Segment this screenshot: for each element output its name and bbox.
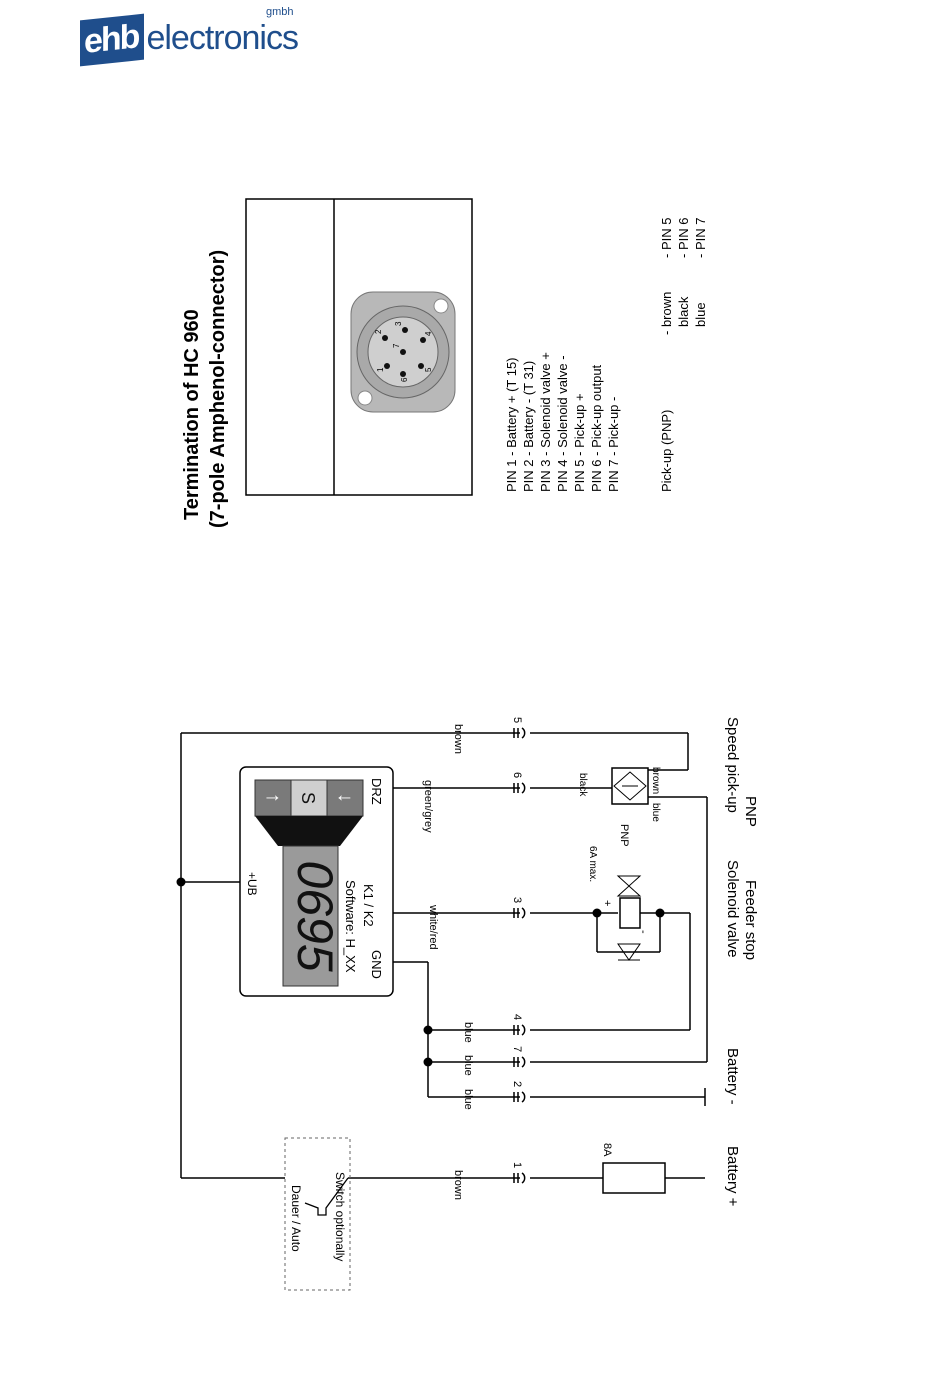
pin-3: PIN 3 - Solenoid valve +	[538, 352, 553, 492]
pin-list: PIN 1 - Battery + (T 15) PIN 2 - Battery…	[504, 352, 621, 492]
company-logo: ehb electronics	[80, 13, 299, 67]
pin-number-2: 2	[511, 1081, 523, 1087]
wire-label-whitered-3: white/red	[427, 904, 439, 950]
solenoid-plus: +	[601, 900, 613, 906]
pickup-pin-5: - PIN 5	[659, 218, 674, 258]
junction-dots	[176, 877, 665, 1067]
pin-mark-6: 6	[400, 377, 409, 382]
fuse-8a: 8A	[601, 1143, 666, 1194]
pin-number-4: 4	[511, 1014, 523, 1020]
connector-title-2: (7-pole Amphenol-connector)	[207, 250, 229, 528]
battery-minus-label: Battery -	[724, 1048, 741, 1105]
connector-section: Termination of HC 960 (7-pole Amphenol-c…	[181, 198, 708, 528]
pin-1: PIN 1 - Battery + (T 15)	[504, 357, 519, 492]
pickup-pin-7: - PIN 7	[693, 218, 708, 258]
optional-switch: Dauer / Auto Switch optionally	[284, 1137, 351, 1291]
pin-6: PIN 6 - Pick-up output	[589, 364, 604, 492]
switch-label-1: Dauer / Auto	[289, 1185, 303, 1252]
solenoid-label-1: Solenoid valve	[724, 860, 741, 958]
wire-label-brown-1: brown	[452, 1170, 464, 1200]
pin-mark-4: 4	[424, 331, 433, 336]
solenoid-valve: 6A max. + -	[587, 846, 649, 961]
logo-word: electronics	[146, 18, 299, 57]
connector-box	[245, 198, 473, 496]
connector-title-1: Termination of HC 960	[181, 309, 203, 520]
pickup-list: Pick-up (PNP) - brown black blue - PIN 5…	[659, 218, 708, 492]
speed-label-1: Speed pick-up	[724, 717, 741, 813]
solenoid-label-2: Feeder stop	[742, 880, 759, 960]
pin-number-5: 5	[511, 717, 523, 723]
solenoid-minus: -	[637, 930, 649, 934]
drz-label: DRZ	[369, 778, 384, 805]
button-bezel	[255, 816, 363, 846]
speed-pickup-sensor: black brown blue PNP	[577, 767, 661, 847]
pickup-wire-brown: - brown	[659, 292, 674, 335]
software-label: Software: H_XX	[343, 880, 358, 973]
solenoid-max: 6A max.	[587, 846, 598, 882]
sensor-wire-black: black	[577, 773, 588, 797]
gnd-label: GND	[369, 950, 384, 979]
pin-number-1: 1	[511, 1162, 523, 1168]
pin-4: PIN 4 - Solenoid valve -	[555, 355, 570, 492]
s-button-label: S	[298, 792, 318, 804]
pin-7: PIN 7 - Pick-up -	[606, 397, 621, 492]
pin-number-3: 3	[511, 897, 523, 903]
wire-label-brown-5: brown	[452, 724, 464, 754]
amphenol-connector-icon: 1 2 3 4 5 6 7	[350, 291, 456, 413]
pickup-pin-6: - PIN 6	[676, 218, 691, 258]
k-labels: K1 / K2	[361, 884, 376, 927]
pin-sockets	[513, 727, 526, 1184]
ub-label: +UB	[245, 872, 259, 896]
pickup-label: Pick-up (PNP)	[659, 410, 674, 492]
pin-mark-7: 7	[392, 343, 401, 348]
fuse-label: 8A	[601, 1143, 613, 1157]
pin-number-7: 7	[511, 1046, 523, 1052]
hc960-device: ↑ S ↓ 0695 +UB Software: H_XX K1 / K2 GN…	[239, 766, 394, 997]
lcd-value: 0695	[287, 860, 343, 971]
battery-plus-label: Battery +	[724, 1146, 741, 1207]
sensor-wire-blue: blue	[650, 803, 661, 822]
logo-suffix: gmbh	[266, 6, 294, 18]
arrow-down-icon: ↓	[334, 793, 356, 803]
wire-label-blue-4: blue	[462, 1022, 474, 1043]
lcd-display	[282, 845, 339, 987]
wire-label-greengrey-6: green/grey	[422, 780, 434, 833]
pin-mark-3: 3	[394, 321, 403, 326]
sensor-pnp: PNP	[618, 824, 630, 847]
wire-label-blue-7: blue	[462, 1055, 474, 1076]
pickup-wire-blue: blue	[693, 302, 708, 327]
pin-number-6: 6	[511, 772, 523, 778]
pickup-wire-black: black	[676, 296, 691, 327]
speed-label-2: PNP	[742, 796, 759, 827]
sensor-wire-brown: brown	[650, 767, 661, 794]
component-labels: Battery + Battery - Solenoid valve Feede…	[724, 717, 759, 1207]
wire-labels: brown 5 green/grey 6 white/red 3 blue 4 …	[422, 717, 523, 1200]
wire-label-blue-2: blue	[462, 1089, 474, 1110]
arrow-up-icon: ↑	[262, 793, 284, 803]
pin-5: PIN 5 - Pick-up +	[572, 393, 587, 492]
pin-2: PIN 2 - Battery - (T 31)	[521, 361, 536, 492]
switch-label-2: Switch optionally	[333, 1172, 347, 1261]
pin-mark-1: 1	[376, 367, 385, 372]
pin-mark-5: 5	[424, 367, 433, 372]
pin-mark-2: 2	[374, 329, 383, 334]
